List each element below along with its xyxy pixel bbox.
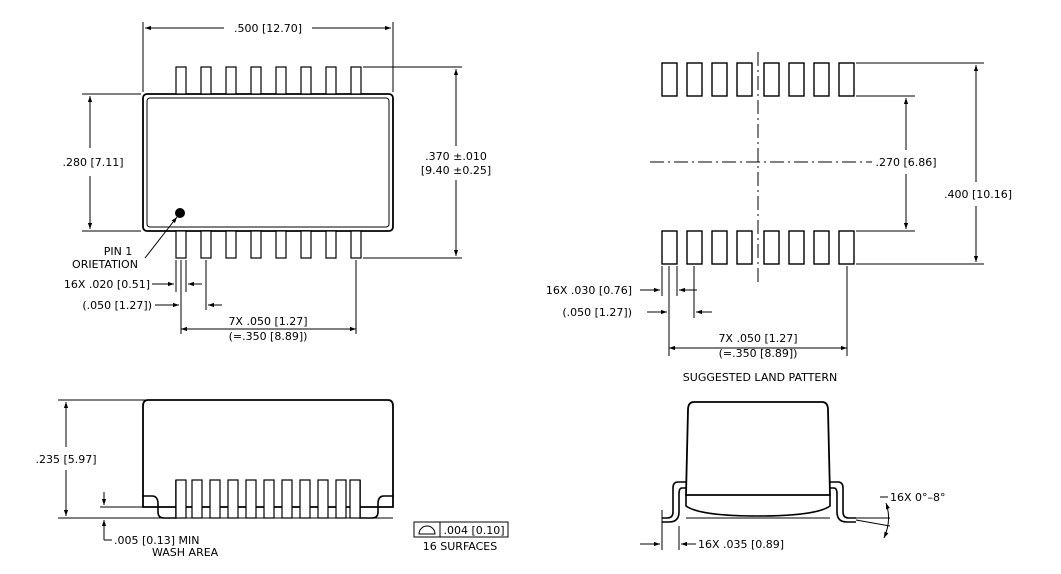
side-lead (227, 479, 239, 519)
land-pad (813, 62, 830, 97)
coplanarity-frame: .004 [0.10] 16 SURFACES (413, 521, 509, 553)
side-lead (191, 479, 203, 519)
wash-area-label: WASH AREA (152, 546, 219, 559)
pin (250, 66, 262, 95)
side-body-outline (142, 399, 394, 508)
total-pitch-label-1: 7X .050 [1.27] (718, 332, 797, 345)
land-pad (661, 230, 678, 265)
side-lead (263, 479, 275, 519)
land-pad (763, 62, 780, 97)
side-view: .235 [5.97] .005 [0.13] MIN WASH AREA .0… (35, 399, 509, 559)
top-pin-row (175, 66, 362, 95)
pin (300, 230, 312, 259)
side-lead (209, 479, 221, 519)
pin (275, 66, 287, 95)
land-pad (711, 62, 728, 97)
pad-width-label: 16X .030 [0.76] (546, 284, 632, 297)
end-body-outline (685, 401, 831, 496)
outer-dimension-label: .400 [10.16] (944, 188, 1012, 201)
side-lead (175, 479, 187, 519)
pad-pitch-label: (.050 [1.27]) (562, 306, 632, 319)
land-pad (736, 230, 753, 265)
angle-arc (883, 502, 890, 539)
end-lead-right-inner (830, 487, 856, 523)
pin (200, 230, 212, 259)
land-pad (736, 62, 753, 97)
land-pattern-view: .270 [6.86] .400 [10.16] 16X .030 [0.76]… (546, 52, 1012, 384)
land-pad (788, 230, 805, 265)
side-lead-row (143, 479, 393, 519)
side-lead (281, 479, 293, 519)
end-lead-left-inner (662, 487, 686, 523)
land-pad (661, 62, 678, 97)
pin1-orientation-label: ORIETATION (72, 258, 138, 271)
span-dimension-label-1: .370 ±.010 (425, 150, 487, 163)
side-lead (245, 479, 257, 519)
pin (325, 66, 337, 95)
pin1-leader-line (144, 216, 178, 259)
lead-width-label: 16X .020 [0.51] (64, 278, 150, 291)
total-pitch-label-2: (=.350 [8.89]) (719, 347, 798, 360)
land-pad (711, 230, 728, 265)
side-lead (143, 480, 177, 519)
lead-pitch-label: (.050 [1.27]) (82, 299, 152, 312)
inner-dimension-label: .270 [6.86] (875, 156, 936, 169)
pin1-dot-icon (175, 208, 185, 218)
land-pattern-title: SUGGESTED LAND PATTERN (683, 371, 837, 384)
span-dimension-label-2: [9.40 ±0.25] (421, 164, 491, 177)
end-view: 16X 0°–8° 16X .035 [0.89] (640, 401, 946, 551)
pin (300, 66, 312, 95)
top-view: .500 [12.70] .280 [7.11] .370 ±.010 [9.4… (62, 22, 491, 343)
pin (175, 66, 187, 95)
total-pitch-label-2: (=.350 [8.89]) (229, 330, 308, 343)
pin (350, 230, 362, 259)
width-dimension-label: .500 [12.70] (234, 22, 302, 35)
total-pitch-label-1: 7X .050 [1.27] (228, 315, 307, 328)
bottom-pad-row (661, 230, 855, 265)
side-height-label: .235 [5.97] (35, 453, 96, 466)
foot-length-label: 16X .035 [0.89] (698, 538, 784, 551)
bottom-pin-row (175, 230, 362, 259)
coplanarity-value: .004 [0.10] (443, 524, 504, 537)
side-lead (349, 479, 361, 519)
pin1-label: PIN 1 (104, 245, 133, 258)
end-lead-right (830, 481, 856, 519)
profile-of-surface-icon (418, 525, 436, 535)
side-lead (359, 480, 393, 519)
pin (325, 230, 337, 259)
standoff-label: .005 [0.13] MIN (114, 534, 200, 547)
pin (350, 66, 362, 95)
feature-control-frame (413, 521, 509, 538)
pin (225, 66, 237, 95)
land-pad (686, 230, 703, 265)
pin (275, 230, 287, 259)
land-pad (763, 230, 780, 265)
coplanarity-note: 16 SURFACES (423, 540, 497, 553)
angle-ref-line (855, 519, 891, 527)
pin (250, 230, 262, 259)
land-pad (838, 230, 855, 265)
land-pad (686, 62, 703, 97)
angle-label: 16X 0°–8° (890, 491, 946, 504)
package-body-outline (142, 93, 394, 232)
side-lead (335, 479, 347, 519)
pin (175, 230, 187, 259)
height-dimension-label: .280 [7.11] (62, 156, 123, 169)
pin (200, 66, 212, 95)
end-body-bottom (685, 495, 831, 517)
top-pad-row (661, 62, 855, 97)
side-lead (299, 479, 311, 519)
pin (225, 230, 237, 259)
end-lead-left (662, 481, 686, 519)
land-pad (838, 62, 855, 97)
package-body-inner-outline (146, 97, 390, 228)
land-pad (788, 62, 805, 97)
side-lead (317, 479, 329, 519)
land-pad (813, 230, 830, 265)
